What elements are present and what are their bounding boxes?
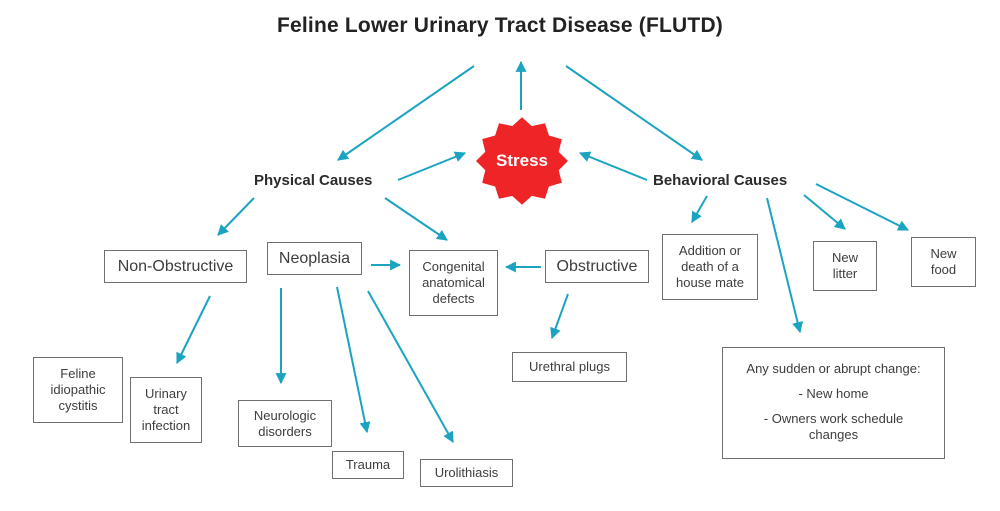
- urolithiasis-box: Urolithiasis: [420, 459, 513, 487]
- stress-label: Stress: [496, 151, 548, 170]
- behavioral-to-change-arrow: [766, 197, 803, 334]
- sudden-change-item: - New home: [798, 386, 869, 401]
- title-to-behavioral-arrow: [565, 65, 703, 161]
- neurologic-disorders-box: Neurologic disorders: [238, 400, 332, 447]
- sudden-change-box: Any sudden or abrupt change: - New home …: [722, 347, 945, 459]
- nonobstructive-to-uti-arrow: [176, 295, 211, 364]
- neoplasia-to-urolithiasis-arrow: [367, 290, 454, 443]
- feline-idiopathic-cystitis-box: Feline idiopathic cystitis: [33, 357, 123, 423]
- title-to-physical-arrow: [337, 65, 475, 161]
- physical-to-congenital-arrow: [384, 197, 448, 241]
- stress-node: Stress: [472, 116, 572, 206]
- sudden-change-heading: Any sudden or abrupt change:: [746, 361, 921, 376]
- non-obstructive-box: Non-Obstructive: [104, 250, 247, 283]
- new-food-box: New food: [911, 237, 976, 287]
- urethral-plugs-box: Urethral plugs: [512, 352, 627, 382]
- housemate-box: Addition or death of a house mate: [662, 234, 758, 300]
- congenital-defects-box: Congenital anatomical defects: [409, 250, 498, 316]
- neoplasia-box: Neoplasia: [267, 242, 362, 275]
- physical-causes-heading: Physical Causes: [254, 172, 373, 189]
- neoplasia-to-trauma-arrow: [336, 286, 371, 434]
- urinary-tract-infection-box: Urinary tract infection: [130, 377, 202, 443]
- starburst-icon: [476, 117, 568, 205]
- behavioral-causes-heading: Behavioral Causes: [653, 172, 788, 189]
- behavioral-to-stress-arrow: [578, 151, 648, 181]
- sudden-change-item: - Owners work schedule changes: [763, 411, 904, 442]
- diagram-title: Feline Lower Urinary Tract Disease (FLUT…: [276, 14, 724, 37]
- obstructive-box: Obstructive: [545, 250, 649, 283]
- physical-to-stress-arrow: [397, 151, 467, 181]
- physical-to-nonobstructive-arrow: [217, 197, 255, 236]
- trauma-box: Trauma: [332, 451, 404, 479]
- behavioral-to-housemate-arrow: [691, 195, 708, 223]
- new-litter-box: New litter: [813, 241, 877, 291]
- behavioral-to-litter-arrow: [803, 194, 846, 230]
- behavioral-to-food-arrow: [815, 183, 909, 231]
- obstructive-to-urethral-arrow: [550, 293, 569, 340]
